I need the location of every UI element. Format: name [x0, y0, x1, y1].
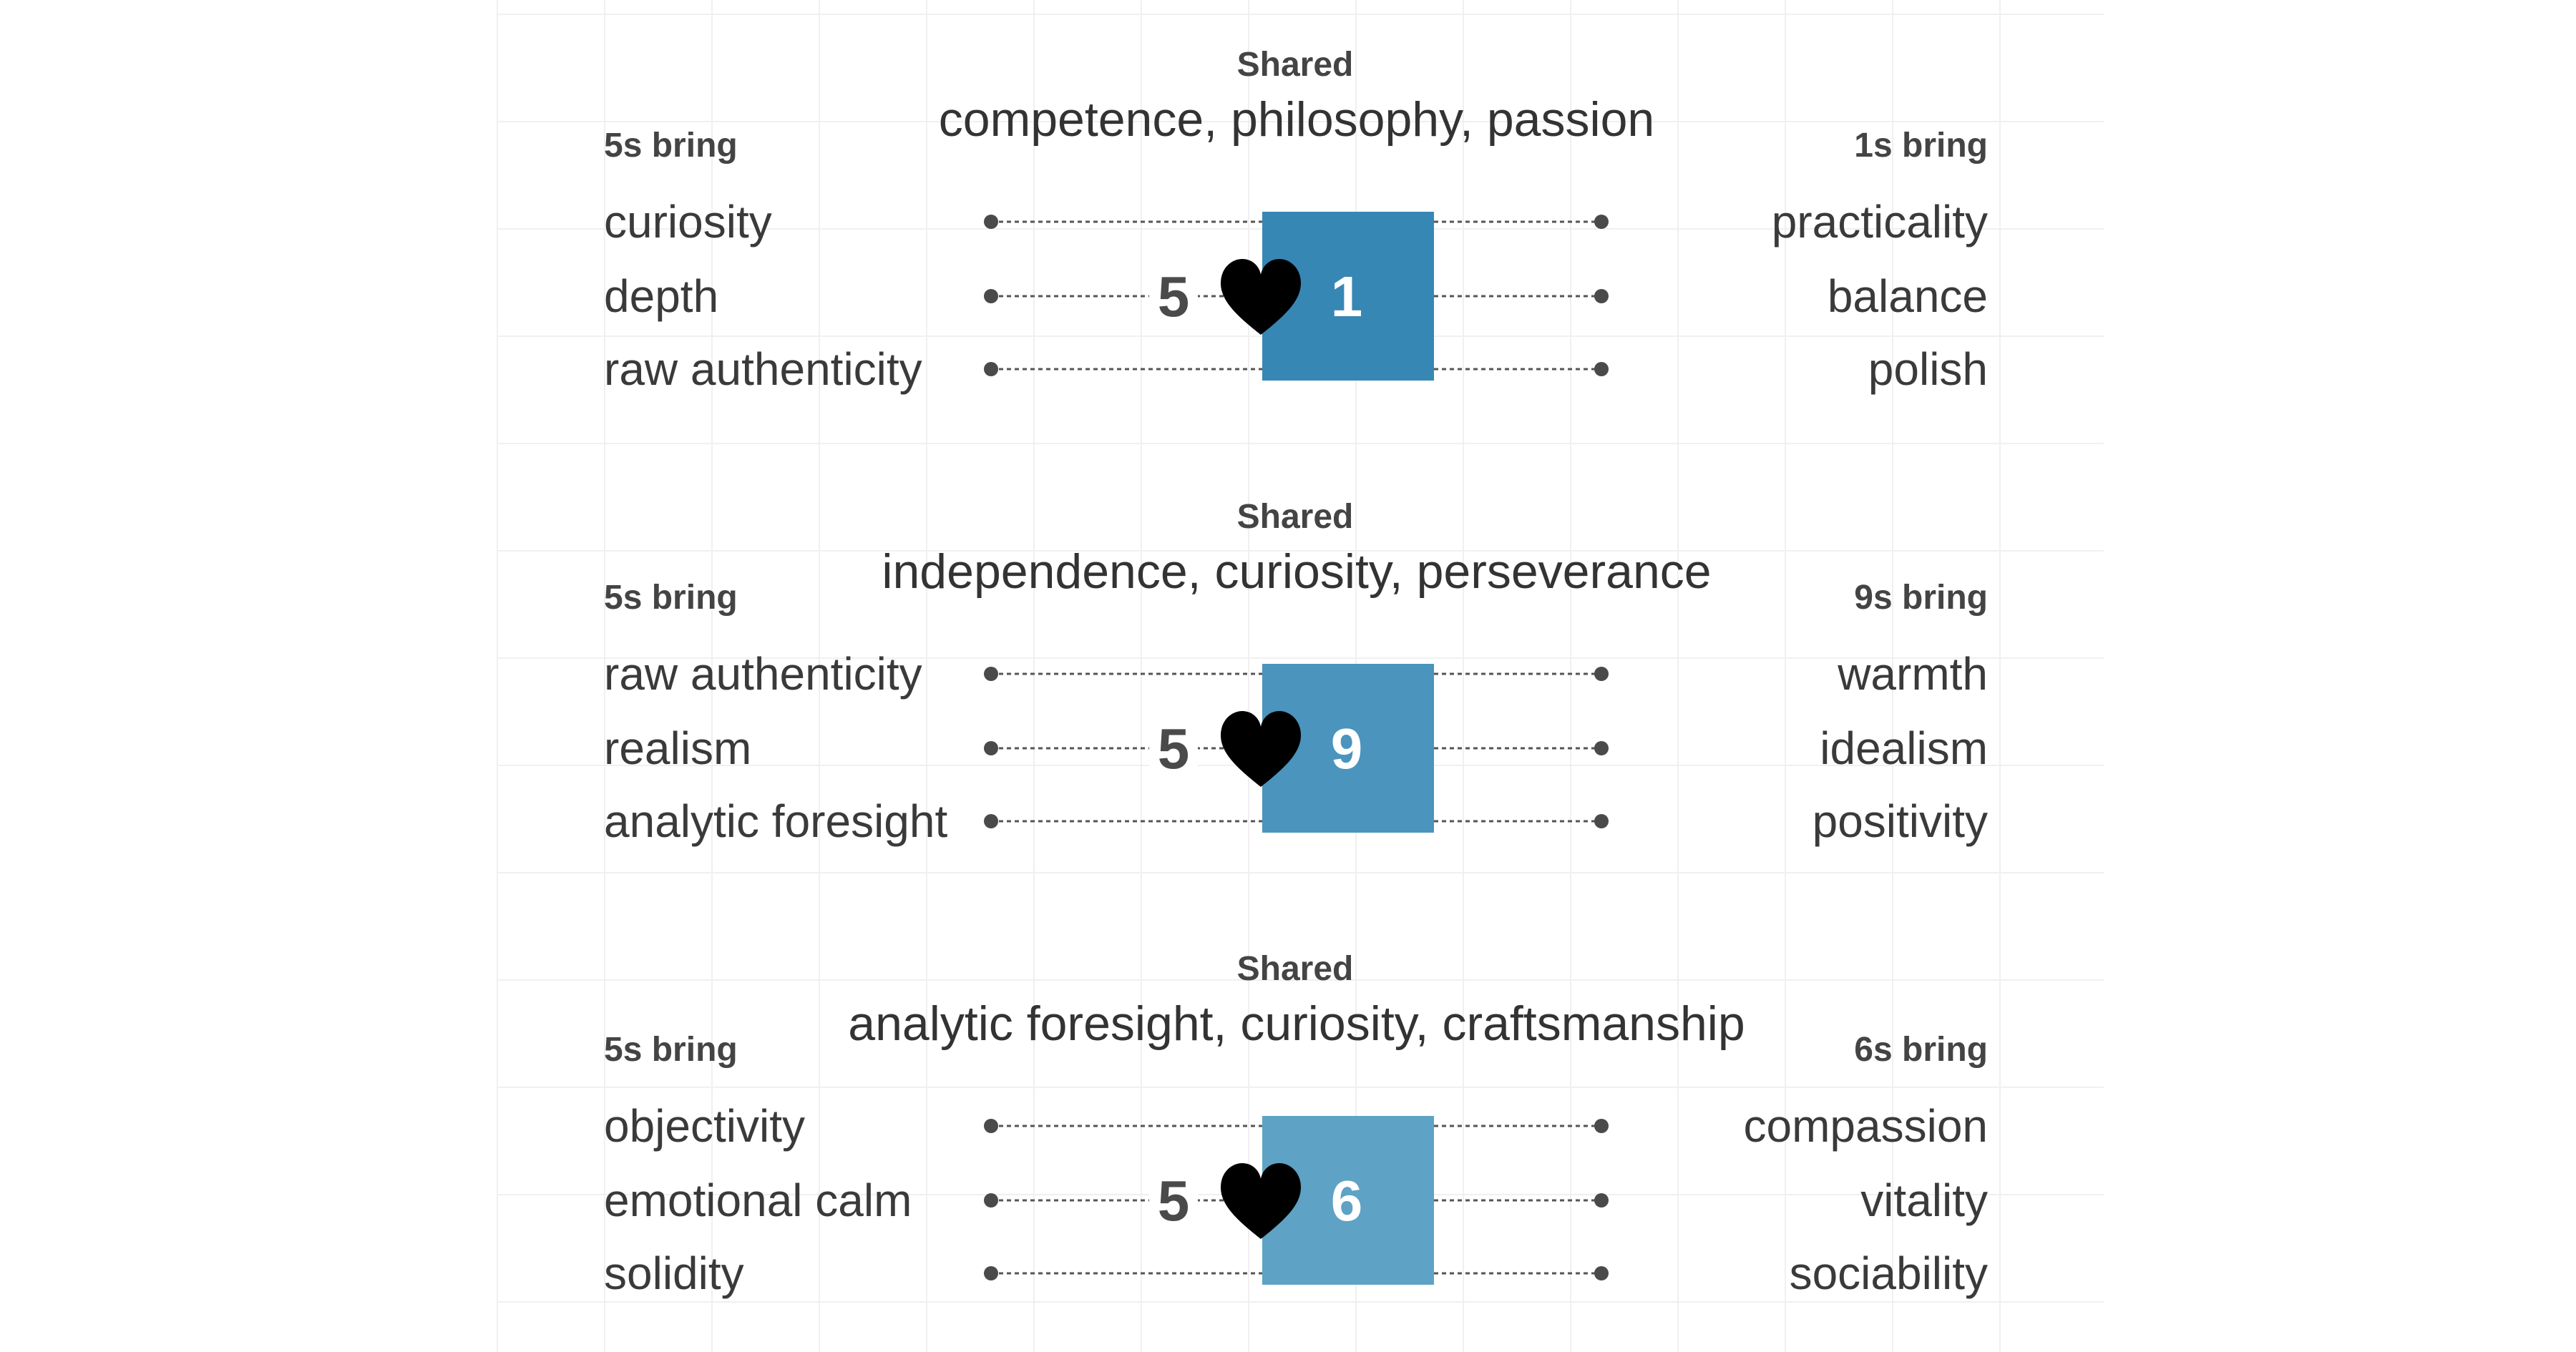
left-bring-heading: 5s bring — [604, 127, 738, 165]
right-trait: practicality — [1772, 196, 1988, 248]
pair-panel: Shared analytic foresight, curiosity, cra… — [604, 950, 1988, 1299]
left-trait: analytic foresight — [604, 795, 947, 847]
right-type-number: 6 — [1331, 1169, 1363, 1233]
connector-dot — [984, 289, 998, 303]
left-type-number: 5 — [1158, 265, 1190, 328]
right-trait: vitality — [1860, 1175, 1988, 1226]
left-trait: objectivity — [604, 1100, 805, 1152]
connector-dot — [1594, 1266, 1609, 1280]
connector-dot — [1594, 741, 1609, 755]
connector-dot — [1594, 1119, 1609, 1133]
shared-traits: competence, philosophy, passion — [939, 92, 1654, 147]
connector-dot — [1594, 289, 1609, 303]
number-halo — [1149, 265, 1198, 328]
shared-heading: Shared — [1237, 46, 1354, 84]
connector-dot — [984, 814, 998, 828]
left-type-number: 5 — [1158, 1169, 1190, 1233]
connector-dot — [984, 667, 998, 681]
shared-heading: Shared — [1237, 498, 1354, 536]
right-trait: balance — [1828, 270, 1988, 322]
shared-traits: independence, curiosity, perseverance — [882, 544, 1711, 599]
heart-icon — [1221, 259, 1301, 335]
left-type-number: 5 — [1158, 717, 1190, 780]
connector-dot — [1594, 1193, 1609, 1208]
right-trait: idealism — [1820, 722, 1988, 774]
heart-icon — [1221, 1163, 1301, 1239]
right-bring-heading: 9s bring — [1854, 579, 1988, 617]
right-trait: compassion — [1744, 1100, 1989, 1152]
right-trait: sociability — [1790, 1248, 1988, 1299]
right-trait: polish — [1868, 343, 1988, 395]
right-trait: warmth — [1837, 648, 1988, 700]
connector-dot — [1594, 215, 1609, 229]
connector-dot — [984, 741, 998, 755]
right-type-number: 1 — [1331, 265, 1363, 328]
connector-dot — [1594, 814, 1609, 828]
connector-dot — [984, 1266, 998, 1280]
number-halo — [1149, 1169, 1198, 1232]
right-trait: positivity — [1813, 795, 1988, 847]
number-halo — [1149, 717, 1198, 780]
right-bring-heading: 1s bring — [1854, 127, 1988, 165]
left-trait: emotional calm — [604, 1175, 912, 1226]
pair-panel: Shared independence, curiosity, persevera… — [604, 498, 1988, 847]
heart-icon — [1221, 711, 1301, 787]
left-trait: depth — [604, 270, 718, 322]
shared-heading: Shared — [1237, 950, 1354, 988]
left-trait: realism — [604, 722, 751, 774]
pair-panel: Shared competence, philosophy, passion 5s … — [604, 46, 1988, 395]
left-trait: solidity — [604, 1248, 744, 1299]
left-bring-heading: 5s bring — [604, 579, 738, 617]
right-type-number: 9 — [1331, 717, 1363, 780]
right-bring-heading: 6s bring — [1854, 1031, 1988, 1069]
connector-dot — [984, 215, 998, 229]
connector-dot — [984, 1119, 998, 1133]
connector-dot — [1594, 667, 1609, 681]
shared-traits: analytic foresight, curiosity, craftsman… — [848, 996, 1745, 1051]
left-trait: curiosity — [604, 196, 772, 248]
left-trait: raw authenticity — [604, 648, 922, 700]
background-grid — [497, 0, 2104, 1352]
pairing-panels: Shared competence, philosophy, passion 5s … — [604, 46, 1988, 1299]
left-bring-heading: 5s bring — [604, 1031, 738, 1069]
connector-dot — [1594, 362, 1609, 376]
left-trait: raw authenticity — [604, 343, 922, 395]
connector-dot — [984, 1193, 998, 1208]
connector-dot — [984, 362, 998, 376]
